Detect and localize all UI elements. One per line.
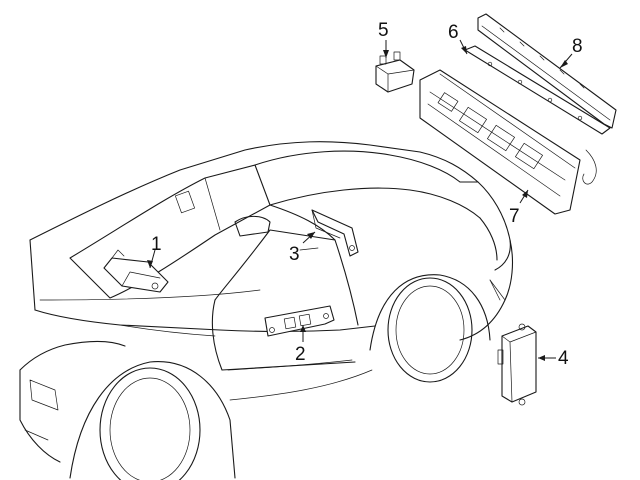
callout-5: 5 xyxy=(378,20,389,41)
part-6-trim-strip xyxy=(459,39,611,135)
callout-4: 4 xyxy=(558,348,569,369)
car-body xyxy=(19,141,514,480)
part-7-carrier-assembly xyxy=(419,69,581,215)
part-2-door-bracket xyxy=(264,305,335,342)
part-1-control-module xyxy=(103,249,169,293)
callout-8: 8 xyxy=(572,36,583,57)
part-5-small-module xyxy=(375,40,415,93)
callout-7: 7 xyxy=(509,206,520,227)
callout-3: 3 xyxy=(289,244,300,265)
part-4-control-unit xyxy=(489,279,556,406)
callout-2: 2 xyxy=(295,344,306,365)
part-3-pillar-bracket xyxy=(302,209,359,257)
callout-labels: 1 2 3 4 5 6 7 8 xyxy=(151,20,583,369)
callout-6: 6 xyxy=(448,22,459,43)
part-8-upper-rail xyxy=(477,13,617,185)
callout-1: 1 xyxy=(151,234,162,255)
